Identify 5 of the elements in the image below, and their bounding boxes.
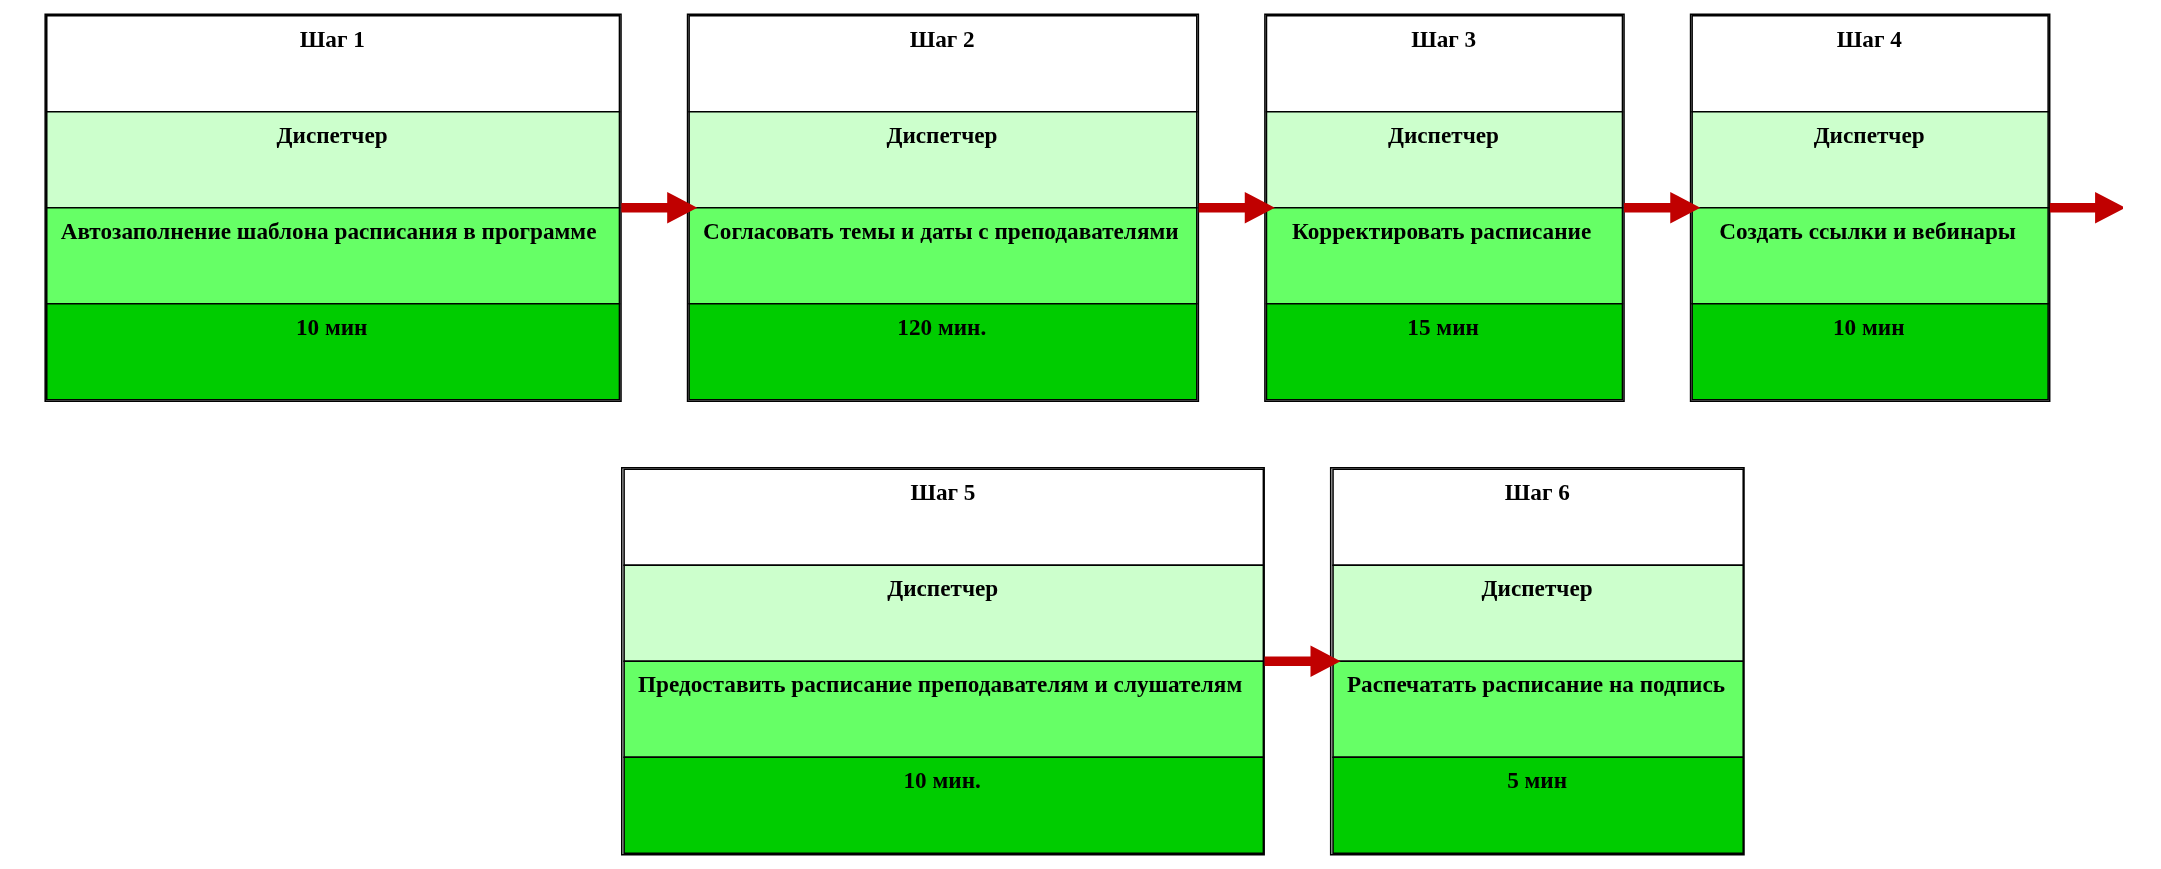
arrow [2049,191,2123,224]
arrow [620,191,697,224]
arrow [1264,645,1341,678]
arrow [1198,191,1275,224]
arrow [1623,191,1700,224]
